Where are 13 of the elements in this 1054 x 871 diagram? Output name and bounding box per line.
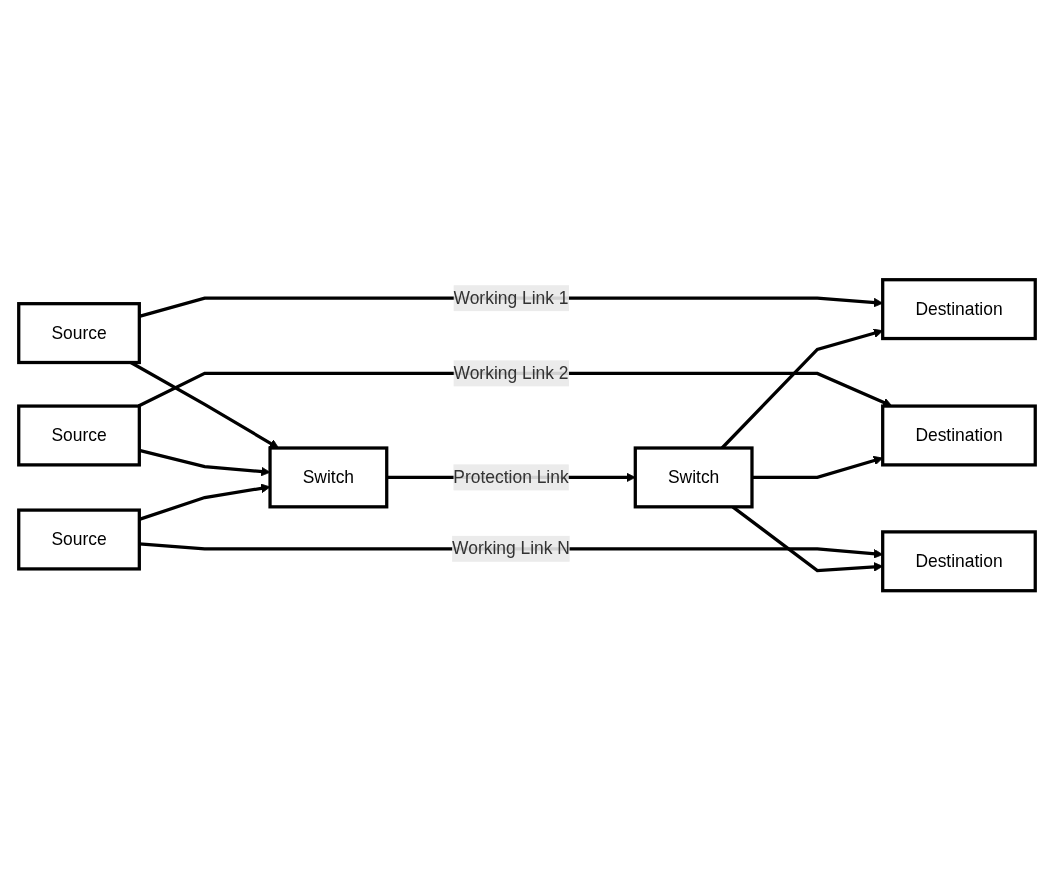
edge-label: Protection Link [453,467,569,487]
node-box: Destination [881,404,1037,467]
node-box: Source [17,508,141,571]
arrow [130,361,279,449]
node-box: Switch [268,446,389,509]
edge-label: Working Link 1 [453,288,569,308]
node-box: Destination [881,278,1037,341]
edge-label: Working Link 2 [453,363,569,383]
node-box: Source [17,302,141,365]
node-box: Source [17,404,141,467]
node-box: Switch [633,446,754,509]
node-box: Destination [881,530,1037,593]
edge-label: Working Link N [452,539,570,558]
